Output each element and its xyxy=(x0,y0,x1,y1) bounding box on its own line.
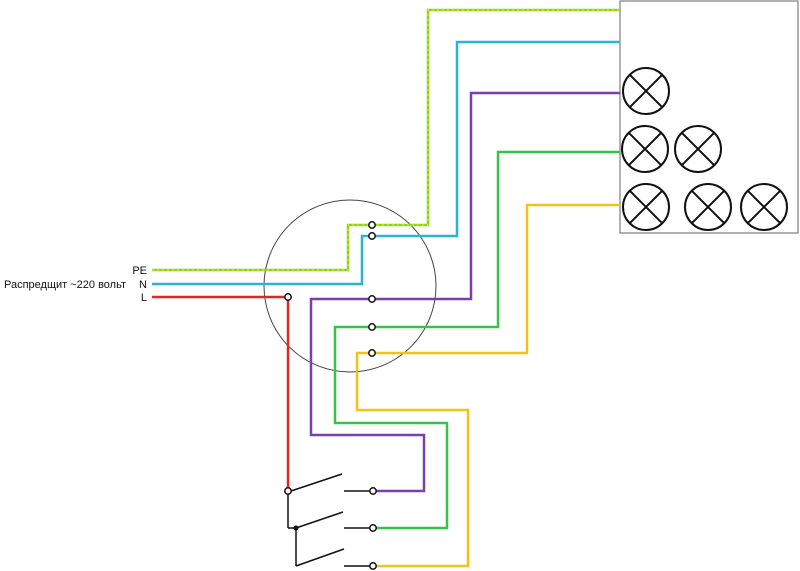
pe-label: PE xyxy=(132,265,147,277)
n-wire xyxy=(152,40,620,286)
terminal-switch-common xyxy=(284,487,292,495)
terminal-purple xyxy=(368,295,376,303)
l-label: L xyxy=(141,292,147,304)
l-wire xyxy=(152,295,290,491)
terminal-switch-out-1 xyxy=(369,487,377,495)
purple-wire-to-lamps xyxy=(372,91,620,301)
lamp-icon xyxy=(622,183,670,231)
terminal-green xyxy=(368,323,376,331)
switch-junction-dot xyxy=(293,525,299,531)
yellow-wire-to-lamps xyxy=(372,203,620,355)
green-wire-to-lamps xyxy=(372,150,620,329)
lamp-icon xyxy=(740,183,788,231)
switch-lever-3 xyxy=(295,548,345,567)
pe-wire xyxy=(152,8,620,272)
terminal-pe xyxy=(368,221,376,229)
purple-wire-to-switch xyxy=(309,297,426,493)
switch-icon xyxy=(287,473,370,567)
switch-lever-2 xyxy=(295,511,344,529)
green-wire-to-switch xyxy=(333,325,449,530)
lamp-icon xyxy=(684,183,732,231)
terminal-l xyxy=(284,293,292,301)
lamp-icon xyxy=(674,125,722,173)
terminal-n xyxy=(368,232,376,240)
switch-lever-1 xyxy=(290,473,343,492)
junction-box-icon xyxy=(263,199,437,373)
n-label: N xyxy=(139,279,147,291)
terminal-yellow xyxy=(368,349,376,357)
lamp-icon xyxy=(621,125,669,173)
yellow-wire-to-switch xyxy=(355,351,470,568)
pe-wire-stripe xyxy=(152,9,620,271)
terminal-switch-out-3 xyxy=(369,562,377,570)
lamp-icon xyxy=(622,67,670,115)
terminals xyxy=(284,221,377,570)
terminal-switch-out-2 xyxy=(369,524,377,532)
source-label: Распредщит ~220 вольт xyxy=(4,279,126,291)
